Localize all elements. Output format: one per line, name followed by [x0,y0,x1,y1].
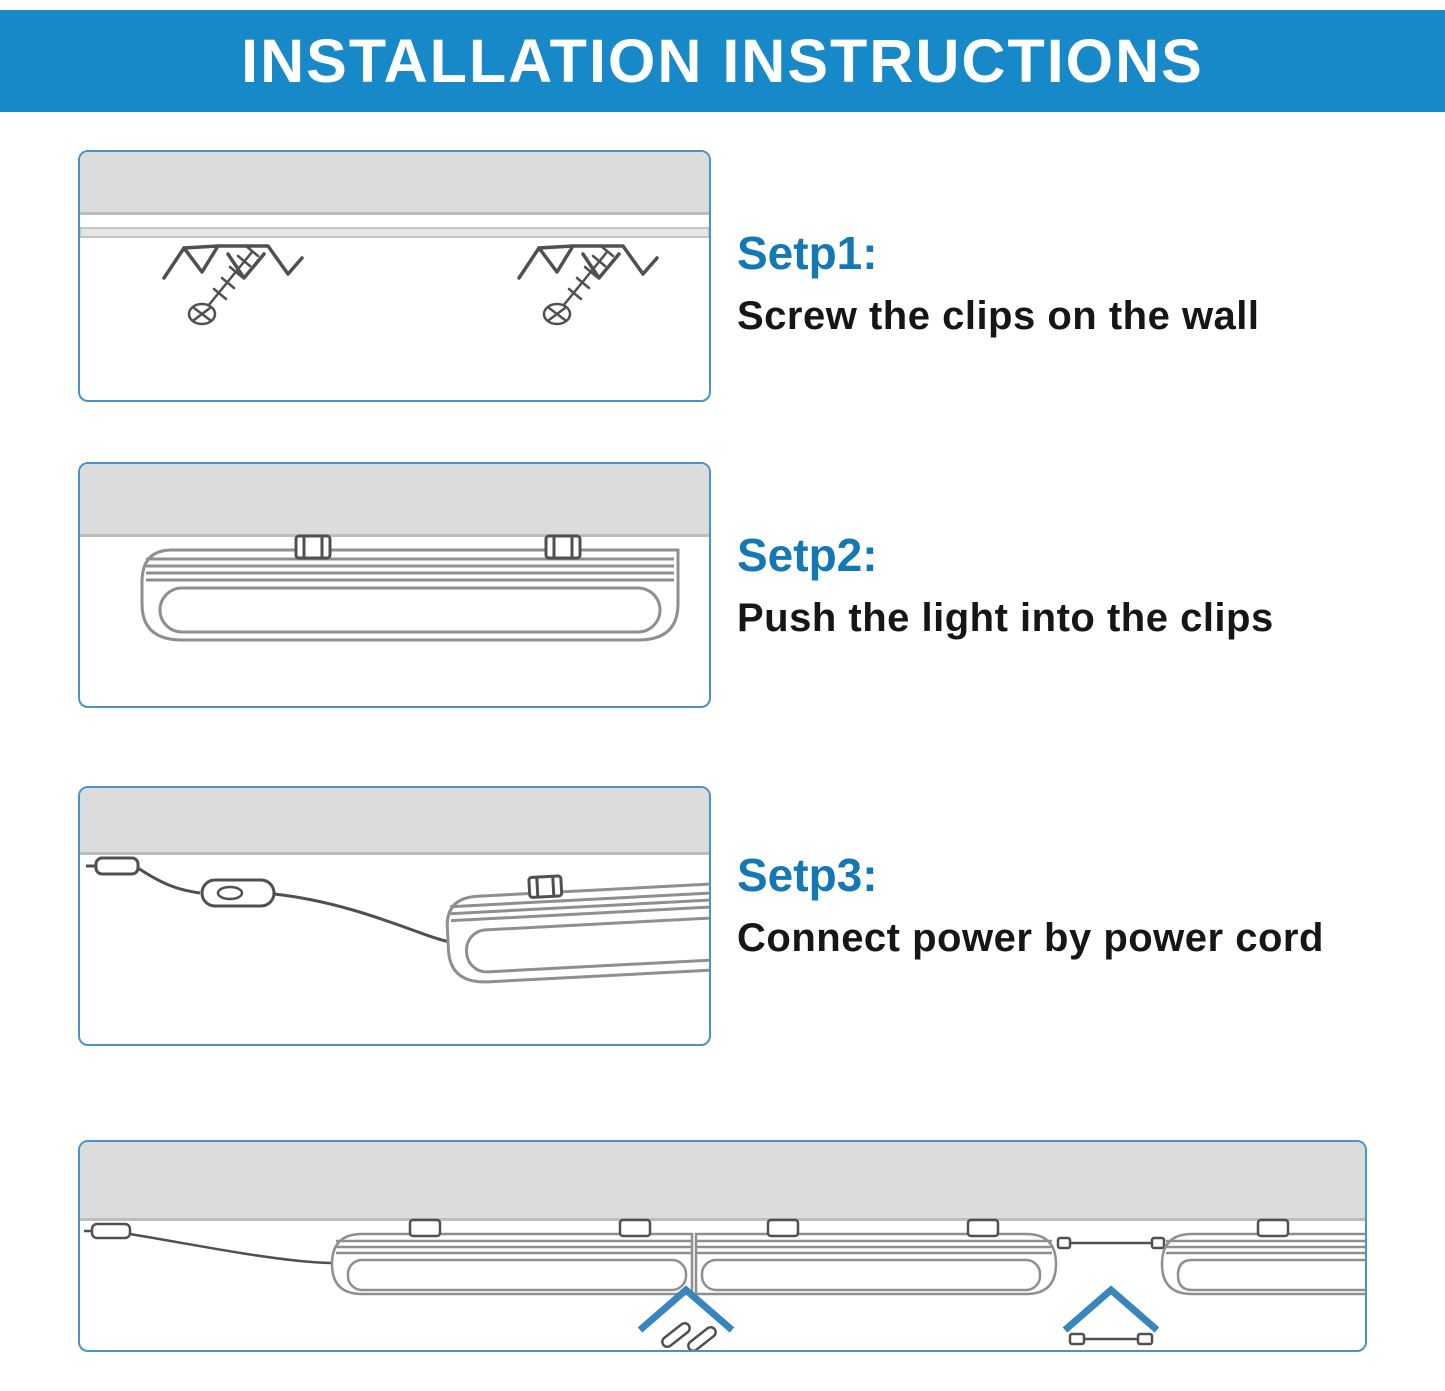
clips-on-wall-drawing [80,152,709,326]
step2-text: Setp2: Push the light into the clips [737,528,1397,641]
step1-illustration-panel [78,150,711,402]
mounting-clip-icon [527,874,564,899]
page-title: INSTALLATION INSTRUCTIONS [241,27,1204,95]
mounting-rail [80,227,709,238]
junction-arrow-icon [1062,1285,1160,1333]
step2-description: Push the light into the clips [737,596,1274,640]
ceiling [80,1142,1365,1218]
led-light-fixture [140,548,680,642]
mounting-clip-icon [294,534,332,560]
connector-pins-icon [661,1321,717,1350]
junction-arrow-icon [637,1285,735,1333]
step3-text: Setp3: Connect power by power cord [737,848,1397,961]
step3-description: Connect power by power cord [737,916,1324,960]
screw-icon [187,244,260,326]
led-light-fixture-1 [330,1218,694,1296]
power-plug-icon [84,1222,132,1240]
power-cord-drawing [80,788,709,984]
step1-text: Setp1: Screw the clips on the wall [737,226,1397,339]
mounting-clip-icon [766,1218,1000,1238]
led-light-fixture-3 [1160,1218,1365,1296]
led-light-fixture [445,874,709,984]
power-plug-icon [86,856,140,876]
step1-label: Setp1: [737,227,878,279]
step1-description: Screw the clips on the wall [737,294,1260,338]
power-cord [129,1232,335,1265]
step3-illustration-panel [78,786,711,1046]
power-cord [137,866,451,944]
mounting-clip-icon [408,1218,652,1238]
mounting-clip-icon [1256,1218,1290,1238]
ceiling [80,464,709,534]
step3-label: Setp3: [737,849,878,901]
ceiling [80,152,709,212]
ceiling [80,788,709,852]
screw-icon [542,244,615,326]
step2-illustration-panel [78,462,711,708]
link-cable [1056,1236,1166,1250]
series-connection-drawing [80,1142,1365,1350]
push-light-drawing [80,464,709,642]
mounting-clip-icon [162,244,304,326]
mounting-clip-icon [517,244,659,326]
connector-cable-icon [1068,1332,1154,1346]
header-banner: INSTALLATION INSTRUCTIONS [0,10,1445,112]
mounting-clip-icon [544,534,582,560]
step2-label: Setp2: [737,529,878,581]
series-connection-panel [78,1140,1367,1352]
led-light-fixture-2 [694,1218,1058,1296]
